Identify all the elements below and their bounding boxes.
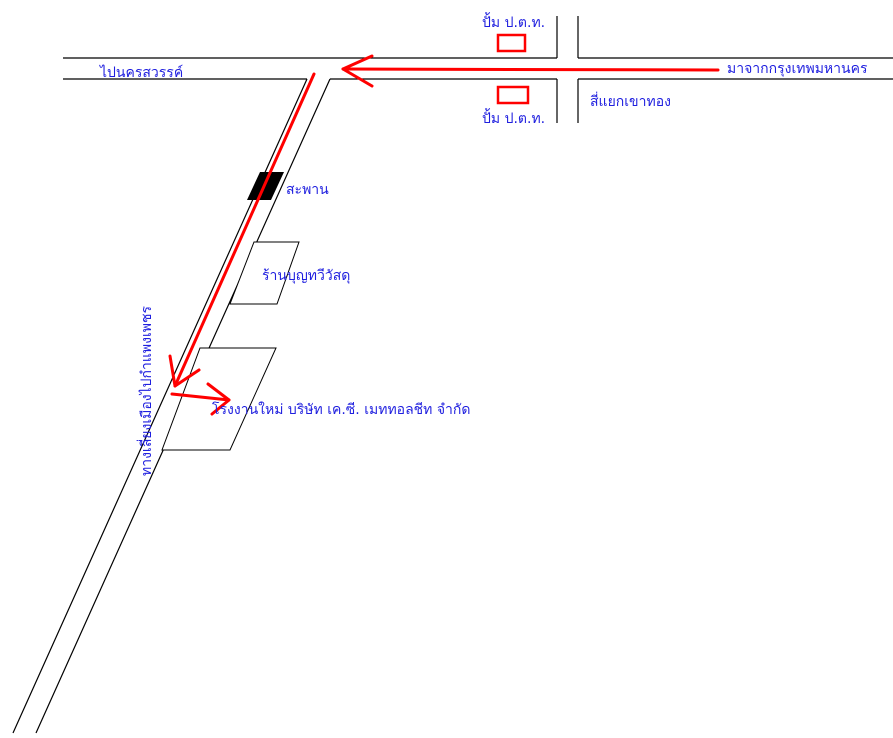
gas-station-icon [496,85,530,105]
intersection-label: สี่แยกเขาทอง [590,94,671,110]
main-road [63,57,893,80]
route-arrow-icon [170,382,231,416]
route-arrow-icon [168,72,316,388]
factory-label: โรงงานใหม่ บริษัท เค.ซี. เมททอลชีท จำกัด [212,402,471,418]
gas-station-label: ปั้ม ป.ต.ท. [482,15,546,31]
gas-station-icon [496,33,527,53]
to-nakhon-sawan-label: ไปนครสวรรค์ [100,65,184,81]
bridge-label: สะพาน [286,182,329,198]
shop-building [229,241,300,305]
route-arrow-icon [341,54,720,88]
gas-station-label: ปั้ม ป.ต.ท. [482,111,546,127]
cross-road [556,16,579,123]
bypass-road-label: ทางเลี่ยงเมืองไปกำแพงเพชร [139,306,155,476]
from-bangkok-label: มาจากกรุงเทพมหานคร [727,61,868,77]
shop-label: ร้านบุญทวีวัสดุ [262,268,351,284]
